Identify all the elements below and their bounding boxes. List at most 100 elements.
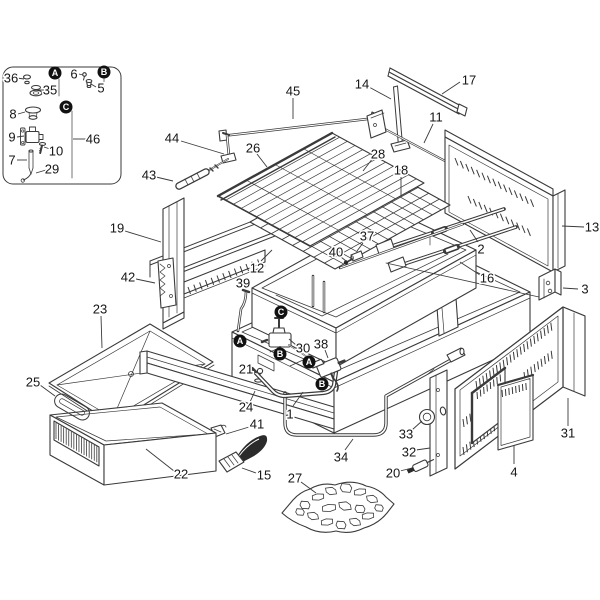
part-42-bracket xyxy=(157,257,177,309)
part-29-hook-pin xyxy=(20,172,32,183)
callout-label-36: 36 xyxy=(4,71,18,86)
part-7-venturi-tube xyxy=(28,149,34,175)
part-10-orifice-screw xyxy=(38,141,47,154)
part-22-drawer xyxy=(49,402,217,486)
callout-leader-25 xyxy=(39,384,56,397)
callout-leader-33 xyxy=(411,420,423,431)
part-6-screw xyxy=(82,72,87,81)
callout-label-39: 39 xyxy=(236,276,250,291)
callout-label-7: 7 xyxy=(8,153,15,168)
callout-label-9: 9 xyxy=(8,130,15,145)
callout-label-19: 19 xyxy=(110,221,124,236)
marker-circle-C xyxy=(274,305,288,319)
part-27-lava-rocks xyxy=(281,481,395,534)
callout-leader-21 xyxy=(251,370,258,374)
callout-leader-19 xyxy=(124,230,162,243)
callout-leader-24 xyxy=(249,390,256,403)
callout-leader-22 xyxy=(145,448,175,472)
part-11-cross-rod xyxy=(377,124,451,164)
callout-label-27: 27 xyxy=(288,471,302,486)
callout-label-6: 6 xyxy=(70,67,77,82)
callout-label-4: 4 xyxy=(510,465,517,480)
callout-label-15: 15 xyxy=(257,468,271,483)
callout-leader-27 xyxy=(300,481,317,494)
marker-letter-C: C xyxy=(63,102,70,112)
part-4-access-door xyxy=(496,373,535,451)
marker-letter-C: C xyxy=(278,307,285,317)
part-33-knob xyxy=(418,406,447,426)
part-32-side-trim xyxy=(429,369,448,477)
marker-circle-B xyxy=(97,65,111,79)
callout-label-37: 37 xyxy=(360,229,374,244)
part-36-cap xyxy=(22,74,32,85)
marker-circle-B xyxy=(273,347,287,361)
callout-label-1: 1 xyxy=(286,407,293,422)
callout-leader-32 xyxy=(415,447,431,451)
part-20-igniter xyxy=(406,459,435,474)
part-43-handle xyxy=(175,158,229,190)
callout-leader-42 xyxy=(135,278,156,284)
part-35-ring xyxy=(29,85,43,97)
inset-detail-box xyxy=(2,66,122,185)
callout-label-33: 33 xyxy=(399,427,413,442)
callout-leader-38 xyxy=(324,349,329,359)
callout-label-45: 45 xyxy=(286,84,300,99)
marker-circle-C xyxy=(59,100,73,114)
callout-leader-17 xyxy=(441,81,461,95)
part-9-valve-body xyxy=(20,126,44,146)
callout-label-29: 29 xyxy=(45,162,59,177)
callout-leader-8 xyxy=(17,111,26,115)
callout-label-28: 28 xyxy=(371,147,385,162)
callout-leader-2 xyxy=(469,229,479,243)
callout-leader-1 xyxy=(292,391,304,407)
part-3-bracket xyxy=(538,268,562,301)
part-37-fitting xyxy=(350,250,364,262)
valve-hose-2 xyxy=(333,378,339,392)
callout-leader-29 xyxy=(35,169,47,174)
callout-leader-11 xyxy=(423,123,434,144)
callout-label-22: 22 xyxy=(174,467,188,482)
inset-border xyxy=(2,66,122,185)
callout-label-44: 44 xyxy=(165,131,179,146)
part-40-orifice xyxy=(343,260,349,265)
part-37-40-crossover-pipe xyxy=(338,222,465,270)
part-24-front-rail xyxy=(139,350,335,430)
part-45-grease-rod xyxy=(218,111,384,142)
callout-label-38: 38 xyxy=(314,337,328,352)
callout-label-10: 10 xyxy=(49,144,63,159)
callout-label-46: 46 xyxy=(86,132,100,147)
callout-leader-36 xyxy=(16,77,25,80)
part-39-tube xyxy=(236,288,251,333)
callout-label-11: 11 xyxy=(429,110,443,125)
callout-label-30: 30 xyxy=(296,341,310,356)
callout-label-18: 18 xyxy=(394,163,408,178)
callout-leader-23 xyxy=(100,315,103,349)
callout-label-5: 5 xyxy=(97,81,104,96)
callout-leader-30 xyxy=(288,338,297,346)
part-8-burner-cap xyxy=(24,106,42,120)
part-5-fitting xyxy=(85,78,93,89)
callout-leader-34 xyxy=(344,438,354,451)
callout-label-3: 3 xyxy=(581,282,588,297)
callout-label-2: 2 xyxy=(477,242,484,257)
panel-window-opening xyxy=(470,366,507,445)
burner-support-rod xyxy=(385,262,540,298)
part-17-rear-bar xyxy=(387,67,468,117)
callout-label-35: 35 xyxy=(43,83,57,98)
callout-label-31: 31 xyxy=(561,426,575,441)
part-2-burners xyxy=(375,207,540,298)
callout-leader-15 xyxy=(241,467,257,474)
rear-mounting-bracket xyxy=(366,109,387,139)
marker-circle-A xyxy=(233,334,247,348)
marker-circle-A xyxy=(302,355,316,369)
callout-label-20: 20 xyxy=(386,466,400,481)
callout-leader-40 xyxy=(340,256,347,262)
marker-letter-A: A xyxy=(52,68,59,78)
callout-label-26: 26 xyxy=(246,141,260,156)
callout-leader-12 xyxy=(260,249,273,262)
callout-label-25: 25 xyxy=(26,375,40,390)
callout-leader-16 xyxy=(459,261,481,276)
